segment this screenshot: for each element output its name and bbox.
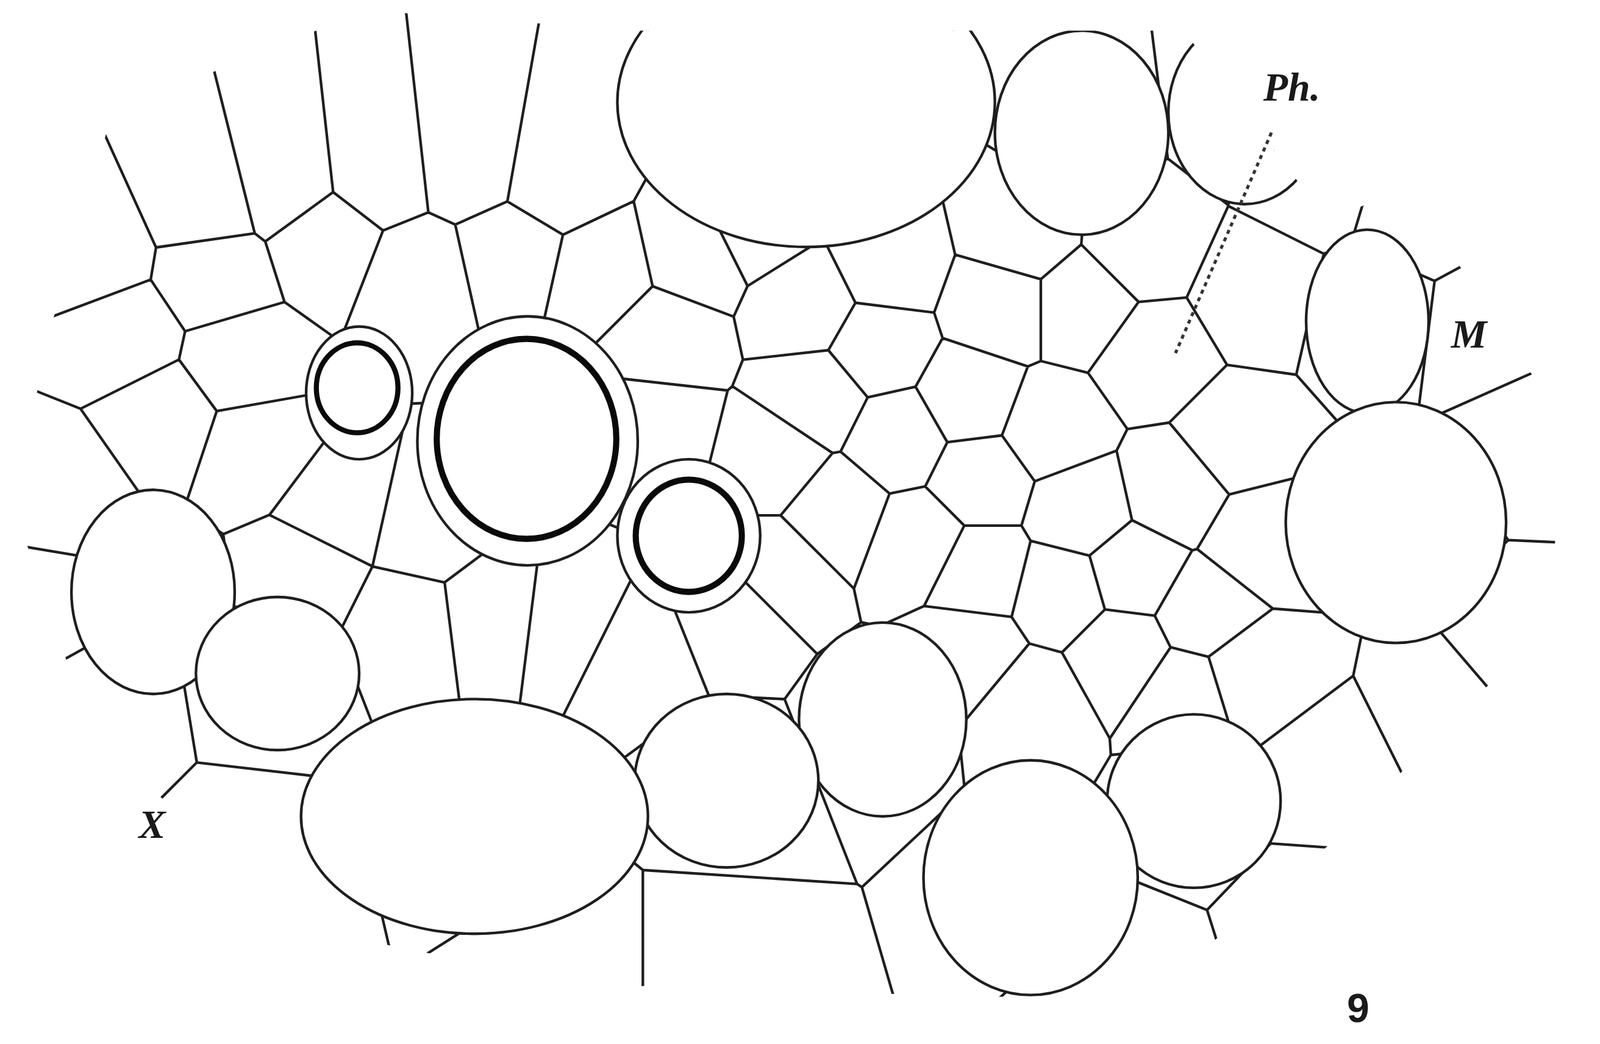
parenchyma-cell	[617, 0, 995, 247]
tissue-label: M	[1451, 314, 1488, 355]
vessel-lumen	[316, 342, 399, 433]
tissue-label: X	[139, 804, 166, 845]
parenchyma-cell	[1168, 20, 1322, 204]
vessel-wall	[306, 326, 413, 460]
parenchyma-cell	[195, 596, 360, 750]
vessel-lumen	[635, 479, 743, 593]
parenchyma-cell	[1306, 229, 1429, 414]
parenchyma-cell	[1285, 401, 1507, 643]
parenchyma-cell	[634, 693, 819, 868]
parenchyma-cell	[995, 30, 1169, 235]
vessel-lumen	[436, 339, 617, 540]
vessel	[417, 316, 638, 566]
parenchyma-cell	[923, 760, 1138, 996]
leader-line	[1175, 132, 1272, 354]
vessel-wall	[417, 316, 638, 566]
parenchyma-cell	[301, 698, 649, 934]
vessel	[617, 459, 760, 613]
figure-number: 9	[1346, 987, 1370, 1029]
tissue-label: Ph.	[1263, 67, 1321, 108]
xylem-vessels	[306, 316, 761, 613]
vessel	[306, 326, 413, 460]
vessel-wall	[617, 459, 760, 613]
parenchyma-cell	[798, 622, 966, 817]
